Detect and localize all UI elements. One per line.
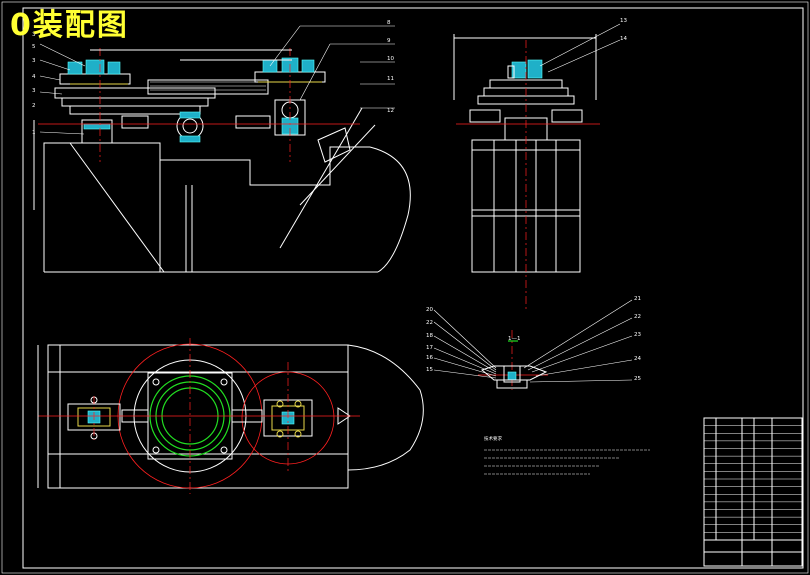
- balloon-right: 11: [387, 76, 394, 82]
- balloon-left: 5: [32, 44, 36, 50]
- title-block: [703, 417, 803, 567]
- balloon-right: 10: [387, 56, 394, 62]
- balloon-left: 2: [32, 103, 36, 109]
- technical-notes: 技术要求: [484, 435, 650, 475]
- balloon-left: 3: [32, 58, 36, 64]
- balloon-right: 8: [387, 20, 391, 26]
- detail-balloon: 22: [426, 320, 433, 326]
- detail-balloon: 16: [426, 355, 433, 361]
- detail-balloon: 25: [634, 376, 641, 382]
- front-view: [33, 48, 411, 273]
- drawing-title: 0装配图: [10, 8, 129, 43]
- detail-balloon: 23: [634, 332, 641, 338]
- detail-balloon: 21: [634, 296, 641, 302]
- side-balloon: 13: [620, 18, 627, 24]
- detail-balloon: 17: [426, 345, 433, 351]
- balloon-right: 12: [387, 108, 394, 114]
- section-label: 1—1: [508, 336, 521, 342]
- notes-heading: 技术要求: [484, 435, 502, 442]
- top-view: [37, 338, 424, 494]
- balloon-left: 3: [32, 32, 36, 38]
- balloon-left: 3: [32, 88, 36, 94]
- detail-balloon: 18: [426, 333, 433, 339]
- inner-frame: [22, 7, 804, 569]
- side-balloon: 14: [620, 36, 627, 42]
- balloon-left: 1: [32, 130, 36, 136]
- detail-view: 1—1 20 22 18 17 16 15 21 22 23 24 25: [426, 296, 641, 390]
- balloon-left: 4: [32, 74, 36, 80]
- detail-balloon: 20: [426, 307, 433, 313]
- detail-balloon: 22: [634, 314, 641, 320]
- balloon-right: 9: [387, 38, 391, 44]
- side-view: 13 14: [453, 18, 627, 312]
- front-view-balloons: 3 5 3 4 3 2 1 8 9 10 11 12: [32, 20, 395, 136]
- detail-balloon: 15: [426, 367, 433, 373]
- detail-balloon: 24: [634, 356, 641, 362]
